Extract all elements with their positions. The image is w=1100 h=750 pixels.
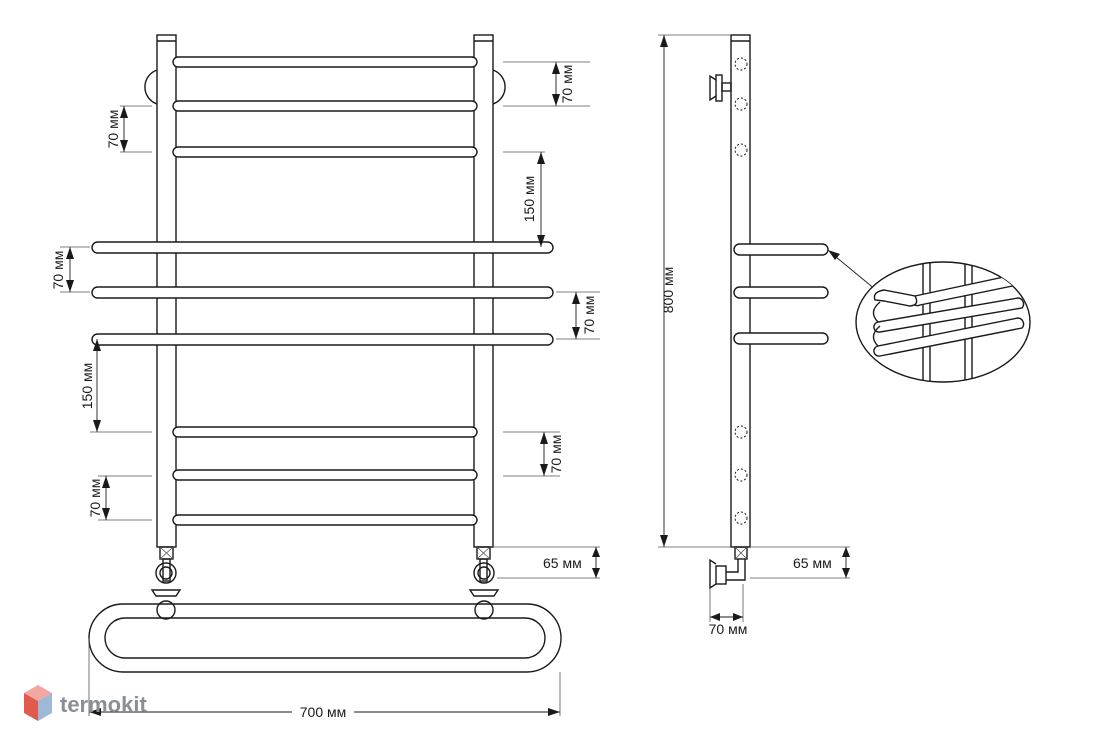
- right-connection-fitting: [468, 546, 500, 620]
- long-bar-2: [91, 286, 554, 299]
- termokit-logo: termokit: [24, 685, 147, 721]
- front-view: 70 мм 70 мм 150 мм 70 мм 70 мм 150: [50, 34, 600, 720]
- long-bars: [91, 241, 554, 346]
- short-bars-bottom: [172, 426, 478, 526]
- detail-leader-line: [829, 251, 877, 291]
- brand-name: termokit: [60, 692, 147, 717]
- dim-lower-right-spacing: 70 мм: [548, 435, 564, 474]
- left-connection-fitting: [150, 546, 182, 620]
- left-wall-bracket: [144, 69, 158, 105]
- dim-upper-right-gap: 150 мм: [521, 176, 537, 223]
- bar-3: [172, 146, 478, 158]
- side-bar-2: [733, 286, 829, 299]
- bar-6: [172, 514, 478, 526]
- bar-5: [172, 469, 478, 481]
- side-view: 800 мм 65 мм 70 мм: [658, 34, 877, 637]
- right-wall-bracket: [492, 69, 506, 105]
- dim-bottom-left-spacing: 70 мм: [87, 479, 103, 518]
- bar-4: [172, 426, 478, 438]
- short-bars-top: [172, 56, 478, 158]
- bar-detail-callout: [855, 261, 1031, 383]
- long-bar-3: [91, 333, 554, 346]
- dim-wall-depth: 70 мм: [709, 621, 748, 637]
- cube-icon: [24, 685, 52, 721]
- dim-overall-height: 800 мм: [660, 267, 676, 314]
- side-bar-3: [733, 332, 829, 345]
- bottom-loop-inner: [104, 617, 546, 659]
- bar-2: [172, 100, 478, 112]
- side-bar-1: [733, 243, 829, 256]
- mounting-holes: [734, 57, 748, 525]
- dim-connection-offset: 65 мм: [543, 555, 582, 571]
- dim-lower-left-gap: 150 мм: [79, 363, 95, 410]
- side-wall-bracket: [709, 74, 732, 102]
- dim-overall-width: 700 мм: [300, 704, 347, 720]
- dim-top-right-spacing: 70 мм: [559, 65, 575, 104]
- dim-top-left-spacing: 70 мм: [105, 110, 121, 149]
- dim-mid-left-spacing: 70 мм: [50, 251, 66, 290]
- long-bar-1: [91, 241, 554, 254]
- bottom-loop-outer: [88, 603, 562, 673]
- dim-mid-right-spacing: 70 мм: [581, 296, 597, 335]
- dim-side-connection-offset: 65 мм: [793, 555, 832, 571]
- side-connection-fitting: [709, 546, 748, 590]
- bar-1: [172, 56, 478, 68]
